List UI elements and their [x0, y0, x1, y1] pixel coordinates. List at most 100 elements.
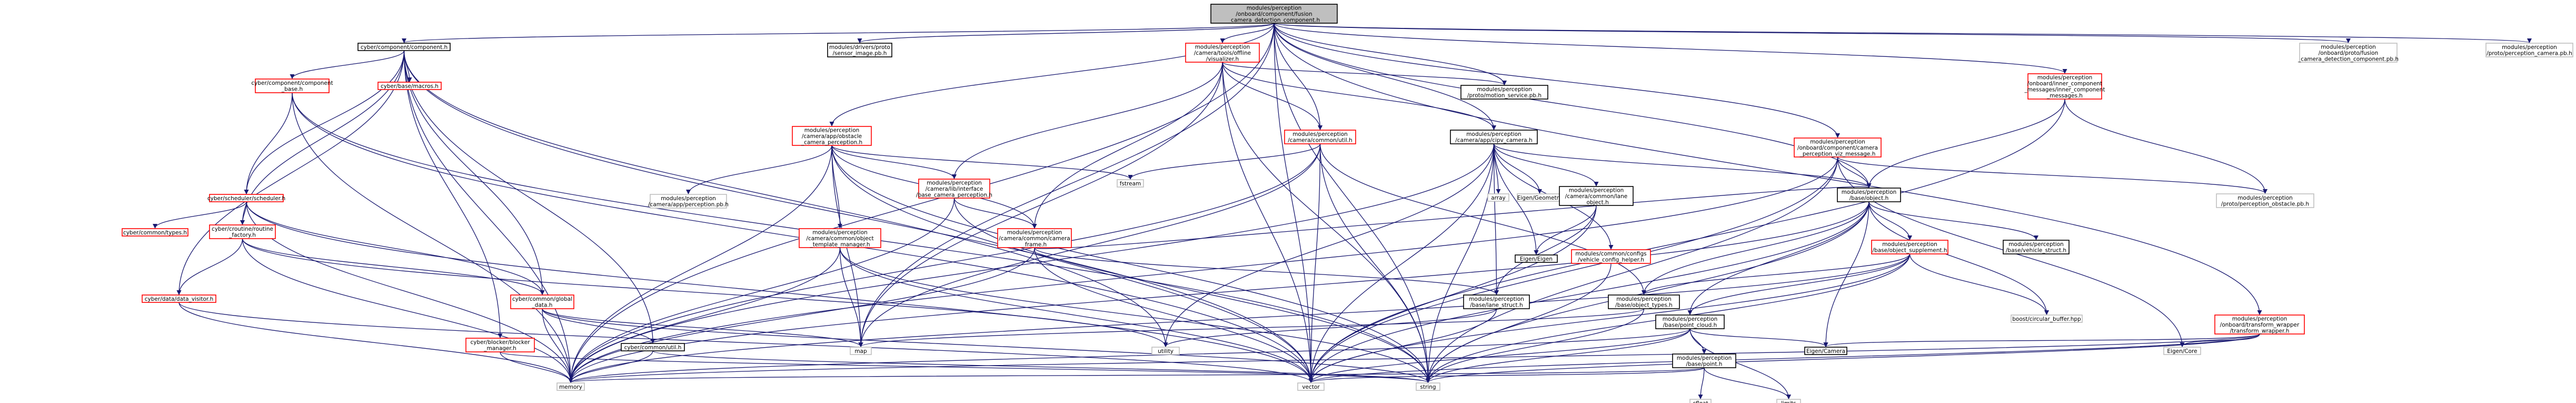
edge-base_object-to-vehicle_struct: [1868, 201, 2038, 240]
node-obstacle-camera-perception[interactable]: modules/perception/camera/app/obstacle_c…: [792, 126, 872, 146]
node-box: [2003, 240, 2070, 254]
node-label-line: Eigen/Eigen: [1520, 256, 1553, 262]
node-label-line: /camera/app/cipv_camera.h: [1455, 137, 1532, 144]
node-config-helper[interactable]: modules/common/configs/vehicle_config_he…: [1571, 249, 1651, 264]
node-vehicle-struct[interactable]: modules/perception/base/vehicle_struct.h: [2003, 240, 2070, 254]
edge-object_template_manager-to-vector: [839, 247, 1314, 383]
node-camera-common-util[interactable]: modules/perception/camera/common/util.h: [1284, 130, 1356, 144]
node-point-cloud[interactable]: modules/perception/base/point_cloud.h: [1655, 314, 1725, 329]
node-vector[interactable]: vector: [1297, 382, 1325, 391]
node-box: [209, 194, 284, 202]
node-box: [1210, 4, 1338, 24]
node-object-types[interactable]: modules/perception/base/object_types.h: [1608, 294, 1680, 309]
edge-object_supplement-to-boost_circular_buffer: [1909, 253, 2049, 315]
node-label-line: cyber/component/component.h: [361, 44, 447, 51]
node-camera-pb[interactable]: modules/perception/camera/app/perception…: [648, 194, 729, 209]
node-object-supplement[interactable]: modules/perception/base/object_supplemen…: [1871, 240, 1948, 254]
edge-lane_object-to-eigen_eigen: [1534, 205, 1597, 255]
node-label-line: cyber/data/data_visitor.h: [145, 296, 213, 302]
node-label-line: boost/circular_buffer.hpp: [2012, 316, 2081, 322]
edge-root-to-camera_common_util: [1274, 23, 1322, 130]
node-map[interactable]: map: [850, 347, 872, 355]
node-box: [2485, 43, 2573, 57]
node-fstream[interactable]: fstream: [1117, 179, 1144, 188]
node-box: [918, 179, 990, 199]
node-fusion-camera-component-pb[interactable]: modules/perception/onboard/proto/fusion_…: [2297, 43, 2399, 63]
node-string[interactable]: string: [1416, 382, 1440, 391]
edge-camera_common_util-to-fstream: [1128, 143, 1321, 180]
node-camera-frame[interactable]: modules/perception/camera/common/camera_…: [997, 228, 1072, 248]
edge-camera_perception_viz_message-to-vector: [1308, 156, 1838, 383]
node-box: [1776, 399, 1801, 403]
edge-cyber_component-to-memory: [403, 50, 573, 383]
edge-root-to-fusion_camera_component_pb: [1274, 23, 2351, 43]
node-box: [1571, 249, 1651, 264]
edge-data_visitor-to-vector: [178, 302, 1314, 383]
edge-global_data-to-map: [542, 308, 863, 347]
node-label-line: cyber/common/util.h: [624, 345, 682, 351]
node-label-line: modules/perception: [1616, 296, 1672, 302]
node-motion-service[interactable]: modules/perception/proto/motion_service.…: [1460, 85, 1548, 100]
node-eigen-core[interactable]: Eigen/Core: [2163, 347, 2201, 355]
edge-root-to-string: [1274, 23, 1430, 383]
node-label-line: /camera/common/lane: [1565, 193, 1627, 200]
node-object-template-manager[interactable]: modules/perception/camera/common/object_…: [799, 228, 881, 248]
edge-object_template_manager-to-string: [839, 247, 1430, 383]
node-cyber-util[interactable]: cyber/common/util.h: [621, 343, 685, 351]
node-component-base[interactable]: cyber/component/component_base.h: [251, 78, 333, 93]
edge-component_base-to-memory: [292, 92, 573, 383]
node-perception-camera-pb[interactable]: modules/perception/proto/perception_came…: [2485, 43, 2573, 57]
node-inner-component-messages[interactable]: modules/perception/onboard/inner_compone…: [2024, 73, 2105, 100]
node-cyber-component[interactable]: cyber/component/component.h: [357, 43, 451, 51]
node-eigen-geometry[interactable]: Eigen/Geometry: [1517, 193, 1563, 202]
node-base-object[interactable]: modules/perception/base/object.h: [1837, 188, 1901, 202]
node-camera-tools-visualizer[interactable]: modules/perception/camera/tools/offline/…: [1185, 43, 1260, 63]
node-camera-perception-viz-message[interactable]: modules/perception/onboard/component/cam…: [1794, 137, 1882, 158]
node-drivers-sensor-image[interactable]: modules/drivers/proto/sensor_image.pb.h: [827, 43, 892, 57]
node-label-line: /camera/app/perception.pb.h: [648, 202, 729, 208]
node-utility[interactable]: utility: [1151, 347, 1180, 355]
node-label-line: string: [1420, 384, 1436, 390]
node-base-point[interactable]: modules/perception/base/point.h: [1672, 353, 1736, 368]
node-label-line: /proto/perception_obstacle.pb.h: [2221, 201, 2309, 208]
node-root[interactable]: modules/perception/onboard/component/fus…: [1210, 4, 1338, 24]
node-eigen-camera[interactable]: Eigen/Camera: [1804, 347, 1847, 355]
node-label-line: _camera_detection_component.pb.h: [2297, 56, 2399, 62]
node-cyber-macros[interactable]: cyber/base/macros.h: [377, 82, 442, 90]
node-limits[interactable]: limits: [1776, 399, 1801, 403]
node-cipv-camera[interactable]: modules/perception/camera/app/cipv_camer…: [1450, 130, 1538, 144]
node-scheduler[interactable]: cyber/scheduler/scheduler.h: [207, 194, 285, 202]
node-perception-obstacle-pb[interactable]: modules/perception/proto/perception_obst…: [2216, 193, 2314, 208]
node-blocker-manager[interactable]: cyber/blocker/blocker_manager.h: [465, 338, 535, 352]
node-cfloat[interactable]: cfloat: [1689, 399, 1712, 403]
node-memory[interactable]: memory: [556, 382, 585, 391]
node-box: [1416, 382, 1440, 391]
edge-object_types-to-map: [858, 308, 1645, 347]
node-cyber-types[interactable]: cyber/common/types.h: [122, 228, 188, 237]
edge-lane_struct-to-utility: [1163, 308, 1497, 347]
node-label-line: modules/perception: [812, 229, 868, 235]
node-label-line: /base/point_cloud.h: [1663, 322, 1717, 329]
edge-inner_component_messages-to-vector: [1308, 99, 2065, 383]
node-array[interactable]: array: [1487, 193, 1509, 202]
node-boost-circular-buffer[interactable]: boost/circular_buffer.hpp: [2011, 314, 2083, 323]
edge-base_object-to-point_cloud: [1687, 201, 1869, 315]
node-label-line: _manager.h: [483, 346, 516, 352]
node-lane-struct[interactable]: modules/perception/base/lane_struct.h: [1463, 294, 1530, 309]
edge-point_cloud-to-limits: [1689, 328, 1791, 399]
node-label-line: modules/common/configs: [1575, 251, 1646, 257]
node-global-data[interactable]: cyber/common/global_data.h: [510, 294, 574, 309]
edge-camera_frame-to-lane_struct: [1034, 247, 1499, 295]
node-label-line: modules/perception: [661, 195, 716, 202]
node-transform-wrapper[interactable]: modules/perception/onboard/transform_wra…: [2214, 314, 2305, 335]
node-eigen-eigen[interactable]: Eigen/Eigen: [1515, 254, 1558, 263]
node-data-visitor[interactable]: cyber/data/data_visitor.h: [142, 294, 216, 303]
node-routine-factory[interactable]: cyber/croutine/routine_factory.h: [209, 224, 276, 239]
node-label-line: /camera/common/util.h: [1288, 137, 1352, 144]
node-label-line: modules/perception: [1469, 296, 1524, 302]
node-label-line: modules/perception: [1466, 131, 1521, 137]
node-base-camera-perception[interactable]: modules/perception/camera/lib/interface/…: [916, 179, 992, 199]
node-lane-object[interactable]: modules/perception/camera/common/lane_ob…: [1559, 186, 1634, 206]
node-box: [1515, 254, 1558, 263]
edge-root-to-camera_perception_viz_message: [1274, 23, 1840, 138]
